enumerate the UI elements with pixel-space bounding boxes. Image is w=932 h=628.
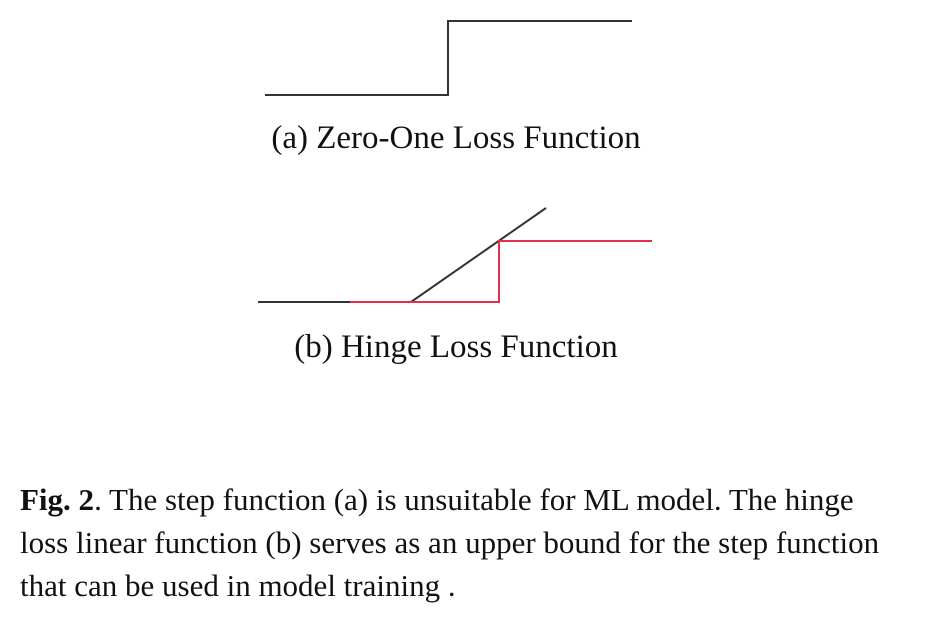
zero-one-step-curve	[265, 20, 632, 96]
step-function-overlay	[350, 240, 652, 303]
figure-label: Fig. 2	[20, 482, 95, 517]
subfigure-a-caption: (a) Zero-One Loss Function	[271, 120, 641, 156]
figure-caption: Fig. 2. The step function (a) is unsuita…	[20, 478, 900, 607]
subfigure-b-caption: (b) Hinge Loss Function	[294, 329, 618, 365]
hinge-loss-curve	[258, 207, 547, 303]
figure-caption-text: . The step function (a) is unsuitable fo…	[20, 482, 880, 603]
